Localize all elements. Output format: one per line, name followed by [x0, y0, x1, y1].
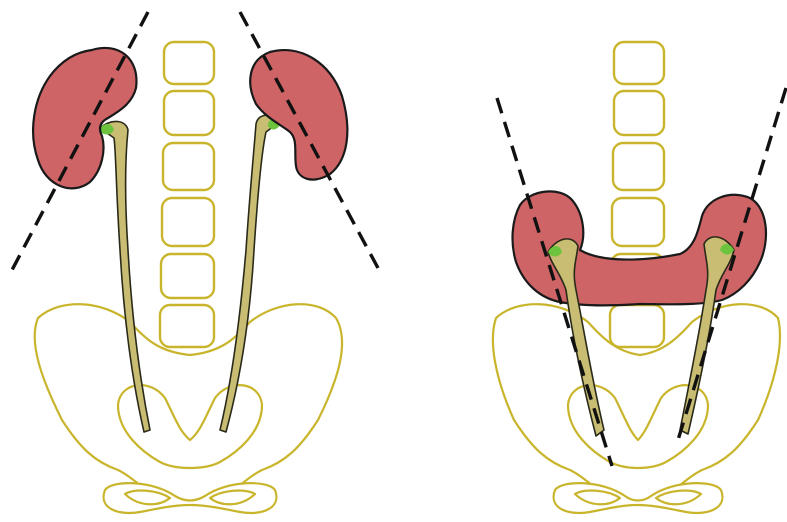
right-kidney	[250, 50, 347, 179]
vertebra-r2	[614, 91, 664, 135]
panel-normal-kidneys	[12, 12, 378, 513]
vertebra-r6	[610, 305, 664, 347]
vertebra-3	[163, 143, 214, 190]
lumbar-spine	[160, 42, 214, 347]
vertebra-5	[161, 254, 214, 298]
vertebra-2	[164, 91, 214, 135]
vertebra-r1	[614, 42, 664, 84]
vertebra-4	[162, 198, 214, 246]
vertebra-r4	[612, 198, 664, 246]
panel-horseshoe-kidney	[493, 42, 786, 513]
vertebra-r3	[613, 143, 664, 190]
vertebra-1	[164, 42, 214, 84]
vertebra-6	[160, 305, 214, 347]
